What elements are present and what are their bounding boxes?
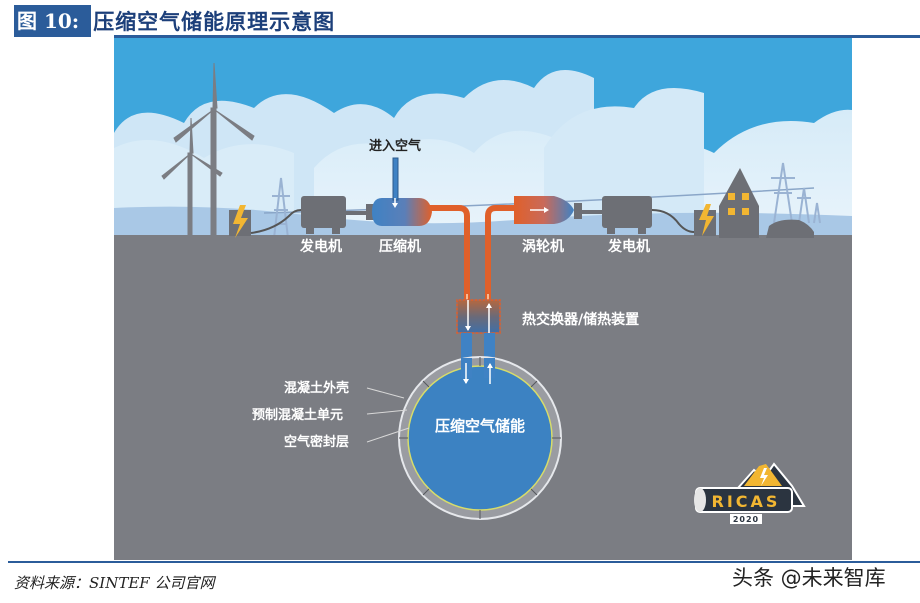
turbine-icon [514, 196, 602, 224]
compressor-icon [372, 157, 432, 226]
label-generator-right: 发电机 [607, 238, 650, 255]
label-heat-exchanger: 热交换器/储热装置 [522, 311, 639, 328]
label-precast-unit: 预制混凝土单元 [252, 407, 343, 423]
logo-name: RICAS [712, 492, 781, 511]
generator-left-icon [301, 196, 374, 234]
storage-sphere [398, 356, 562, 520]
figure-number: 图 10: [14, 5, 92, 37]
footer-divider [8, 561, 920, 563]
label-turbine: 涡轮机 [522, 238, 564, 255]
label-compressor: 压缩机 [379, 238, 421, 255]
house-icon [719, 168, 759, 238]
lightning-icon [699, 204, 714, 236]
label-air-seal: 空气密封层 [284, 434, 349, 450]
figure-header: 图 10: 压缩空气储能原理示意图 [14, 5, 335, 37]
pylon-icon [272, 177, 290, 239]
source-note: 资料来源：SINTEF 公司官网 [14, 574, 215, 592]
label-generator-left: 发电机 [299, 238, 342, 255]
lightning-box-right [694, 204, 716, 236]
figure-title: 压缩空气储能原理示意图 [93, 10, 336, 34]
lightning-icon [233, 205, 248, 238]
car-icon [766, 219, 814, 238]
caes-illustration: 进入空气 发电机 压缩机 涡轮机 [114, 38, 852, 560]
header-divider [114, 35, 920, 38]
heat-exchanger-icon [456, 299, 501, 334]
pylon-icon [771, 162, 821, 224]
watermark: 头条 @未来智库 [732, 566, 886, 590]
generator-right-icon [602, 196, 652, 234]
ricas-logo: RICAS 2020 [694, 462, 806, 524]
label-air-intake: 进入空气 [369, 138, 421, 154]
label-concrete-shell: 混凝土外壳 [284, 380, 349, 396]
lightning-box-left [229, 205, 251, 238]
logo-year: 2020 [733, 515, 759, 524]
hot-pipes [430, 205, 514, 308]
label-storage: 压缩空气储能 [435, 417, 525, 435]
